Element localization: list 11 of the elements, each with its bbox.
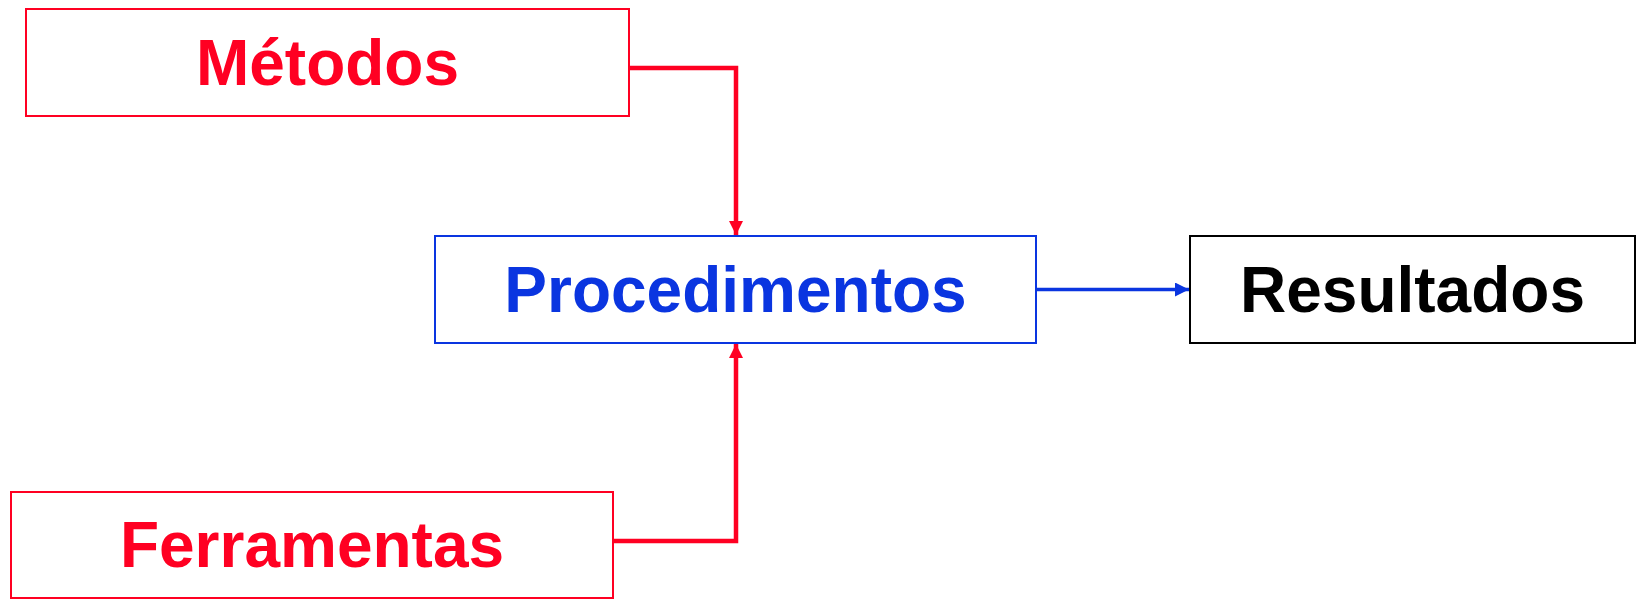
box-label: Procedimentos <box>504 252 967 327</box>
box-label: Ferramentas <box>119 508 505 582</box>
box-label: Resultados <box>1240 252 1585 327</box>
box-label: Métodos <box>195 25 460 100</box>
arrow <box>614 344 743 544</box>
arrow <box>630 65 743 235</box>
arrow <box>1037 282 1189 297</box>
process-box <box>10 491 614 599</box>
process-box <box>434 235 1037 344</box>
process-box <box>1189 235 1636 344</box>
process-box <box>25 8 630 117</box>
